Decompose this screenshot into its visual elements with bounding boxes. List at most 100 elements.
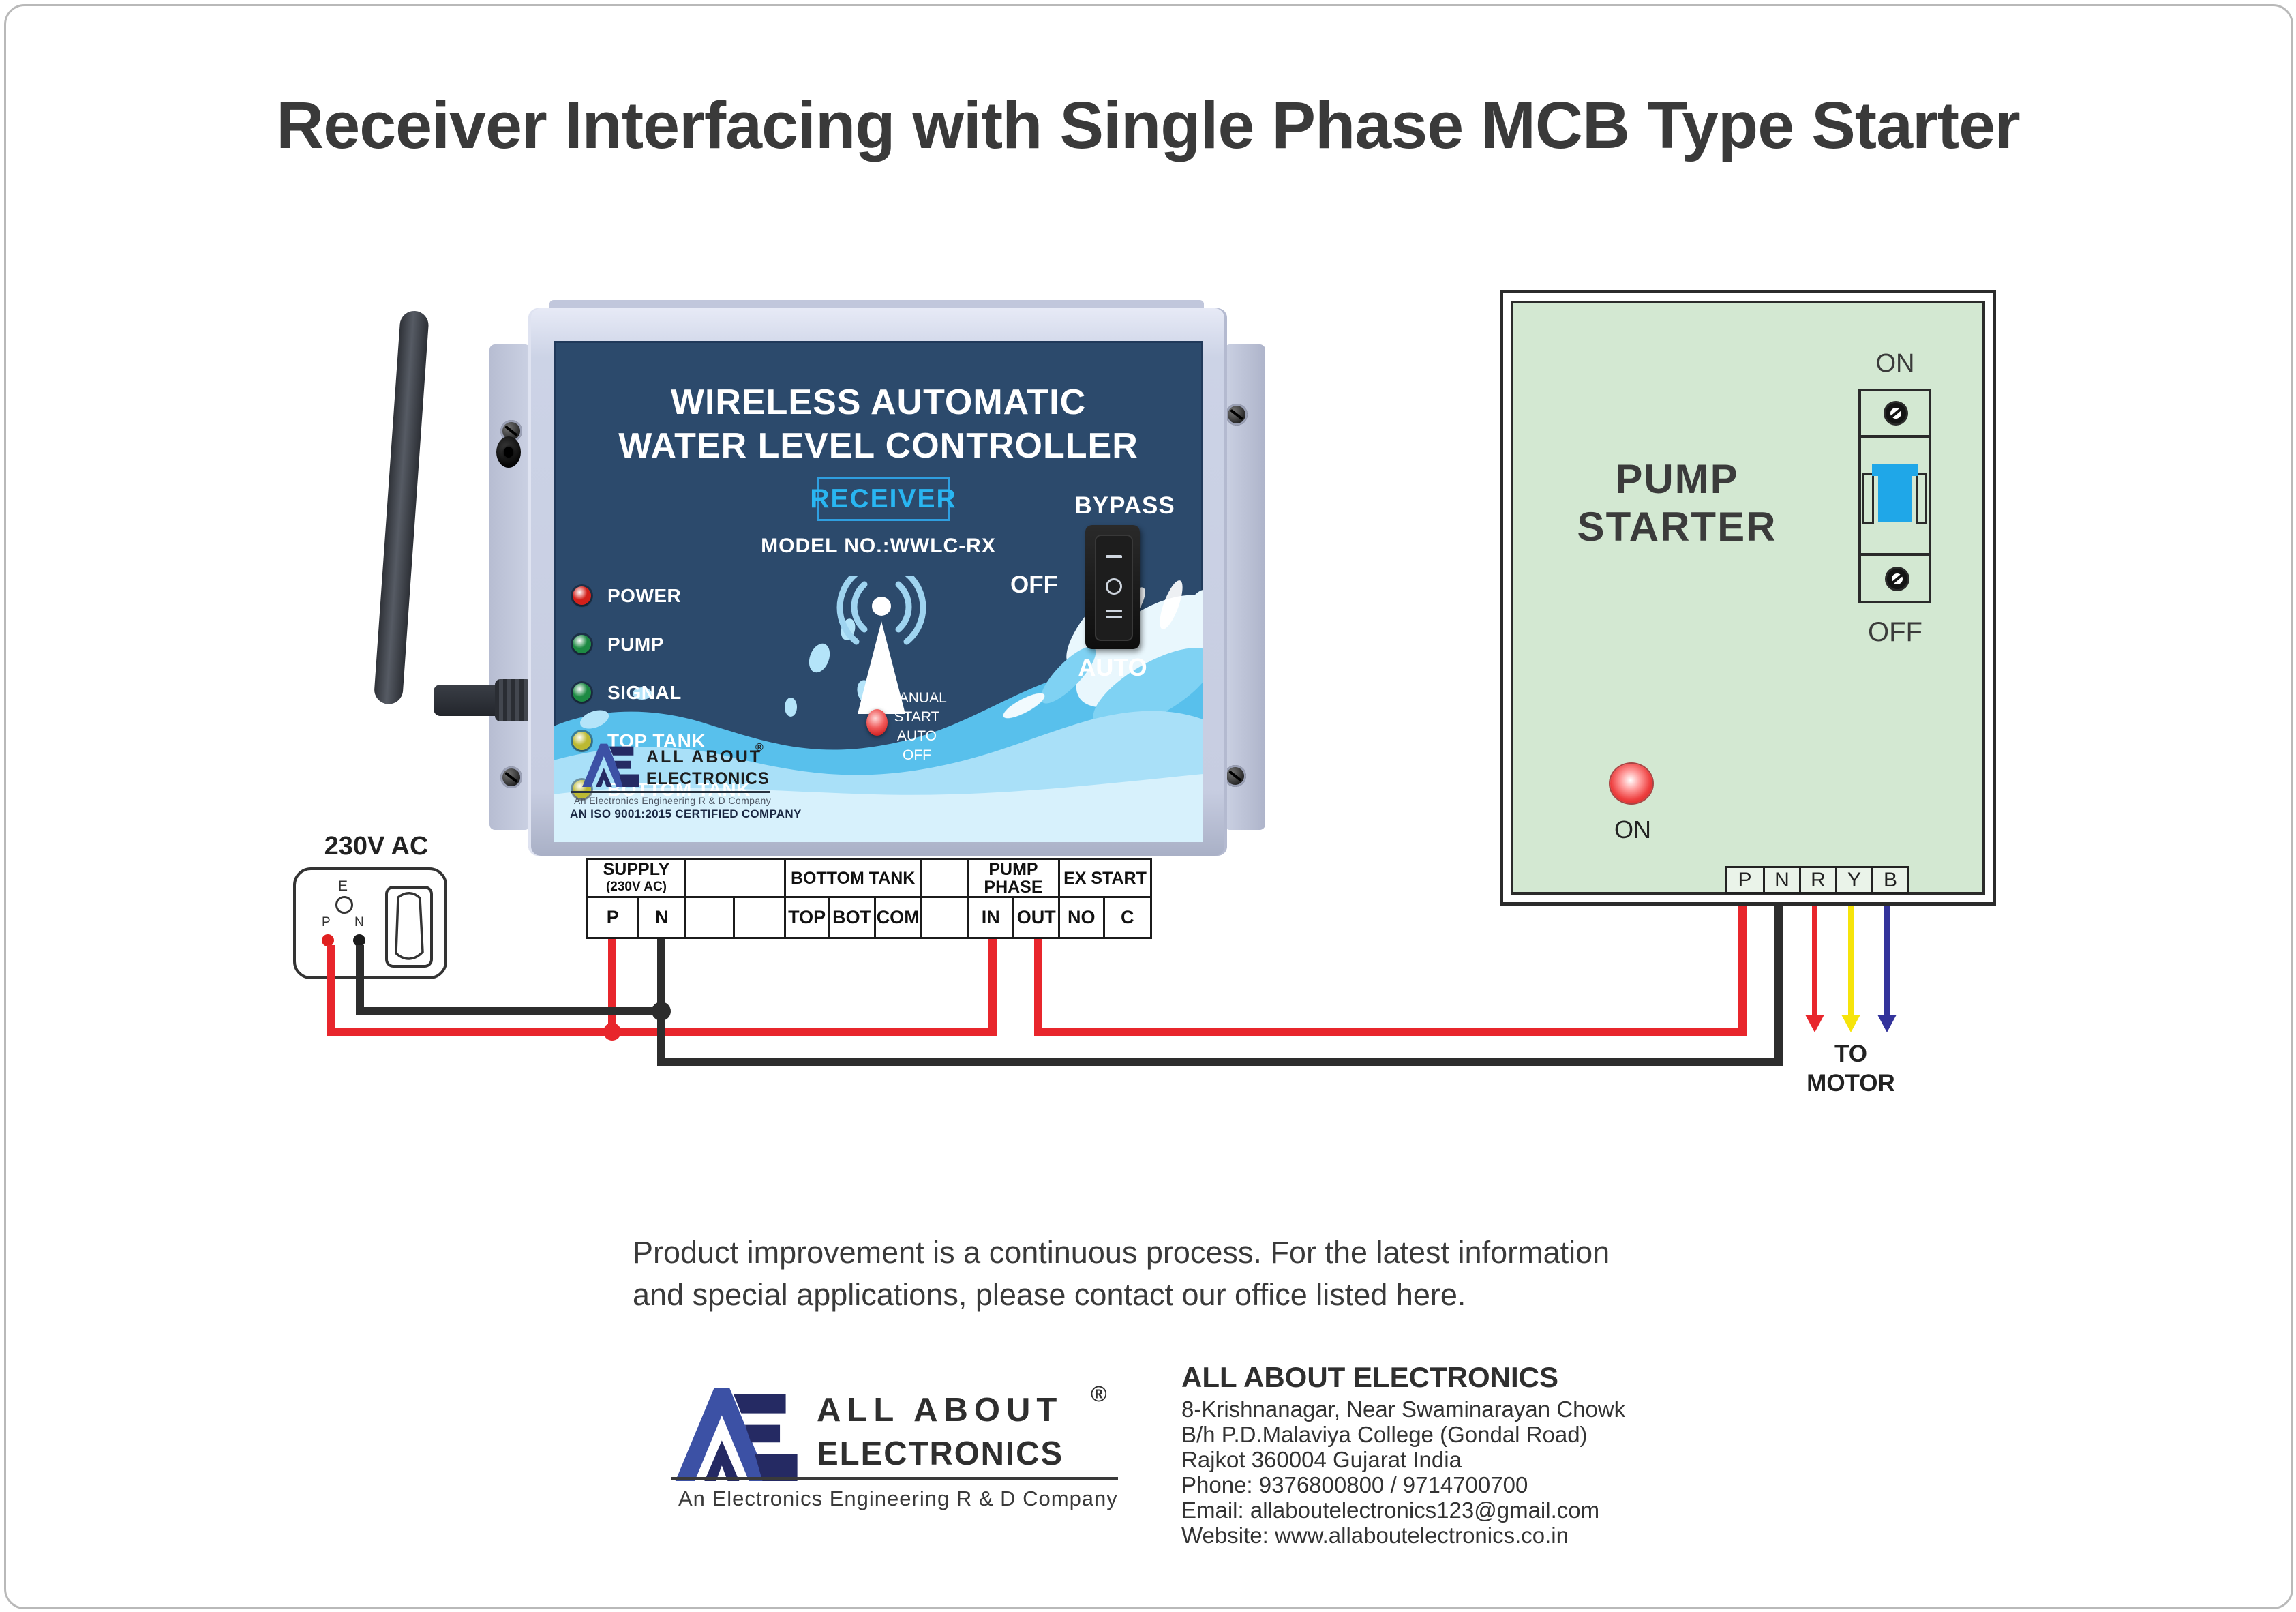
panel-brand-tagline: An Electronics Engineering R & D Company xyxy=(574,795,772,806)
terminal-cell: BOT xyxy=(830,898,876,937)
screw-icon xyxy=(1226,404,1248,426)
panel-brand-line2: ELECTRONICS xyxy=(646,769,770,788)
terminal-group-header: SUPPLY(230V AC) xyxy=(588,860,686,898)
led-indicator-icon xyxy=(573,732,591,750)
terminal-group-label: SUPPLY xyxy=(603,859,670,879)
terminal-cell xyxy=(686,898,736,937)
model-number: MODEL NO.:WWLC-RX xyxy=(761,535,996,557)
arrow-down-icon xyxy=(1841,1015,1860,1032)
terminal-group-header: EX START xyxy=(1059,860,1150,898)
arrow-down-icon xyxy=(1805,1015,1824,1032)
panel-brand-line1: ALL ABOUT xyxy=(646,747,763,766)
wire-neutral-to-starter-N xyxy=(1774,906,1783,1066)
mcb-bottom-terminal xyxy=(1861,553,1929,601)
bypass-rocker-switch[interactable] xyxy=(1085,525,1140,649)
address-line: Rajkot 360004 Gujarat India xyxy=(1181,1447,1462,1472)
terminal-group-header xyxy=(686,860,786,898)
antenna-nut xyxy=(495,679,532,721)
wire-neutral-bus-upper xyxy=(356,1007,665,1015)
panel-title-line2: WATER LEVEL CONTROLLER xyxy=(618,426,1138,466)
switch-on-mark-icon xyxy=(1106,555,1122,558)
wire-out-bus xyxy=(1034,1028,1747,1036)
footer-brand-line1: ALL ABOUT xyxy=(817,1392,1063,1429)
bypass-rocker-body[interactable] xyxy=(1095,535,1133,641)
led-row: PUMP xyxy=(573,620,751,668)
arrow-down-icon xyxy=(1877,1015,1897,1032)
mcb-clip-left xyxy=(1862,473,1874,524)
led-label: SIGNAL xyxy=(607,681,682,703)
terminal-cell xyxy=(735,898,786,937)
starter-terminal-cell: P xyxy=(1738,868,1752,891)
ae-logo-icon xyxy=(582,743,639,787)
mcb-off-label: OFF xyxy=(1868,617,1922,647)
brand-divider xyxy=(571,791,770,793)
earth-label: E xyxy=(338,878,348,894)
terminal-cell: NO xyxy=(1059,898,1105,937)
address-line: Website: www.allaboutelectronics.co.in xyxy=(1181,1523,1569,1548)
earth-pin-icon xyxy=(335,896,353,914)
company-name: ALL ABOUT ELECTRONICS xyxy=(1181,1361,1558,1393)
terminal-cell: COM xyxy=(875,898,922,937)
junction-dot xyxy=(603,1023,621,1041)
wire-motor-R xyxy=(1812,906,1817,1016)
wire-neutral-supply-drop xyxy=(356,945,364,1015)
registered-mark: ® xyxy=(755,742,764,753)
antenna-connector xyxy=(434,685,504,716)
led-row: SIGNAL xyxy=(573,668,751,717)
page-border xyxy=(4,4,2293,1609)
mcb-clip-right xyxy=(1916,473,1927,524)
screw-icon xyxy=(1224,765,1246,787)
address-line: Email: allaboutelectronics123@gmail.com xyxy=(1181,1497,1600,1523)
address-line: 8-Krishnanagar, Near Swaminarayan Chowk xyxy=(1181,1397,1626,1422)
ae-logo-icon xyxy=(675,1388,798,1481)
iso-certification-text: AN ISO 9001:2015 CERTIFIED COMPANY xyxy=(570,807,802,820)
terminal-cell: TOP xyxy=(785,898,830,937)
address-line: B/h P.D.Malaviya College (Gondal Road) xyxy=(1181,1422,1588,1447)
mcb-screw-icon xyxy=(1886,403,1906,423)
manual-mode-line: START xyxy=(894,709,940,725)
manual-mode-line: MANUAL xyxy=(887,690,947,706)
receiver-right-mount-flange xyxy=(1224,344,1265,830)
footer-brand-line2: ELECTRONICS xyxy=(817,1435,1063,1472)
footer-note: Product improvement is a continuous proc… xyxy=(633,1232,1723,1316)
switch-off-mark-icon xyxy=(1106,578,1122,595)
manual-start-led-button[interactable] xyxy=(866,709,888,736)
terminal-cell xyxy=(922,898,969,937)
led-indicator-icon xyxy=(573,635,591,653)
starter-terminal-cell: B xyxy=(1871,868,1907,892)
terminal-cell: C xyxy=(1104,898,1151,937)
phase-label: P xyxy=(322,915,331,929)
manual-mode-line: OFF xyxy=(903,747,931,763)
terminal-cell: OUT xyxy=(1014,898,1060,937)
wire-motor-B xyxy=(1884,906,1890,1016)
mcb-screw-icon xyxy=(1887,569,1907,589)
terminal-cell: N xyxy=(639,898,686,937)
terminal-group-sublabel: (230V AC) xyxy=(605,879,667,894)
terminal-group-label: BOTTOM TANK xyxy=(790,868,916,888)
wire-neutral-bus-lower xyxy=(657,1058,1783,1066)
led-label: POWER xyxy=(607,584,682,606)
mcb-toggle-lever[interactable] xyxy=(1878,476,1912,522)
mcb-top-terminal xyxy=(1861,391,1929,438)
pump-starter-title-line2: STARTER xyxy=(1577,504,1777,550)
pump-starter-title: PUMP STARTER xyxy=(1527,456,1827,551)
terminal-group-header: PUMP PHASE xyxy=(968,860,1060,898)
mains-socket: E P N xyxy=(293,867,447,979)
panel-title-line1: WIRELESS AUTOMATIC xyxy=(670,383,1087,422)
address-line: Phone: 9376800800 / 9714700700 xyxy=(1181,1472,1528,1497)
receiver-left-mount-flange xyxy=(489,344,530,830)
auto-label: AUTO xyxy=(1078,653,1147,681)
mains-rocker-switch[interactable] xyxy=(384,885,434,968)
supply-voltage-label: 230V AC xyxy=(324,832,429,861)
switch-auto-mark-icon xyxy=(1106,610,1122,619)
footer-note-line: Product improvement is a continuous proc… xyxy=(633,1235,1610,1270)
starter-terminal-cell: Y xyxy=(1835,868,1871,892)
terminal-group-header: BOTTOM TANK xyxy=(785,860,922,898)
